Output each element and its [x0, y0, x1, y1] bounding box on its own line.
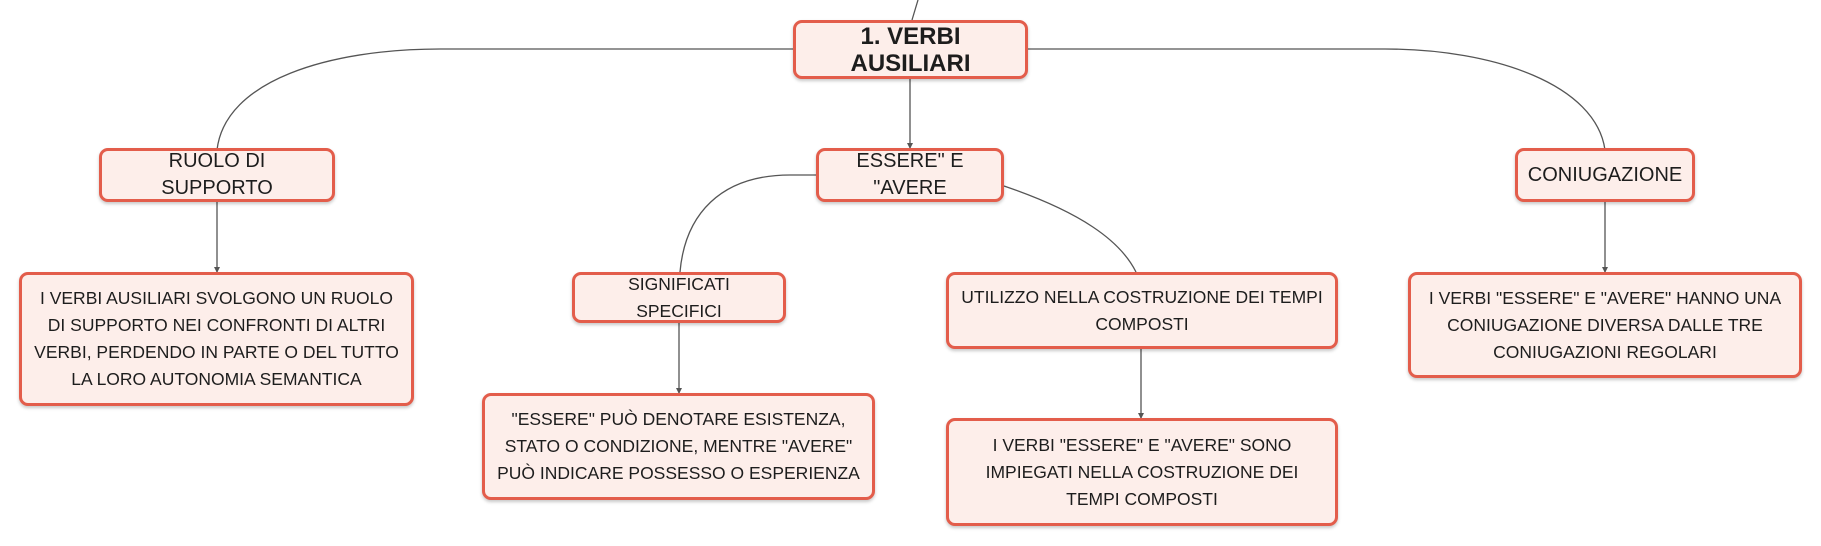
arrowhead [907, 143, 913, 149]
connector-essere-significati [679, 174, 816, 273]
subbranch-node-utilizzo-tempi-composti[interactable]: UTILIZZO NELLA COSTRUZIONE DEI TEMPI COM… [946, 272, 1338, 349]
detail-node-coniugazione[interactable]: I VERBI "ESSERE" E "AVERE" HANNO UNA CON… [1408, 272, 1802, 378]
arrowhead [1602, 267, 1608, 273]
arrowhead [1138, 413, 1144, 419]
arrowhead [214, 267, 220, 273]
branch-node-ruolo-di-supporto[interactable]: RUOLO DI SUPPORTO [99, 148, 335, 202]
connector-incoming-root [911, 0, 919, 21]
connector-root-coniugazione [1028, 48, 1606, 151]
subbranch-node-significati-specifici[interactable]: SIGNIFICATI SPECIFICI [572, 272, 786, 323]
detail-node-ruolo-di-supporto[interactable]: I VERBI AUSILIARI SVOLGONO UN RUOLO DI S… [19, 272, 414, 406]
branch-node-coniugazione[interactable]: CONIUGAZIONE [1515, 148, 1695, 202]
arrowhead [676, 388, 682, 394]
connector-essere-utilizzo [1003, 185, 1137, 273]
detail-node-significati-specifici[interactable]: "ESSERE" PUÒ DENOTARE ESISTENZA, STATO O… [482, 393, 875, 500]
root-node[interactable]: 1. VERBI AUSILIARI [793, 20, 1028, 79]
detail-node-utilizzo-tempi-composti[interactable]: I VERBI "ESSERE" E "AVERE" SONO IMPIEGAT… [946, 418, 1338, 526]
connector-root-ruolo [216, 48, 793, 151]
branch-node-essere-e-avere[interactable]: ESSERE" E "AVERE [816, 148, 1004, 202]
